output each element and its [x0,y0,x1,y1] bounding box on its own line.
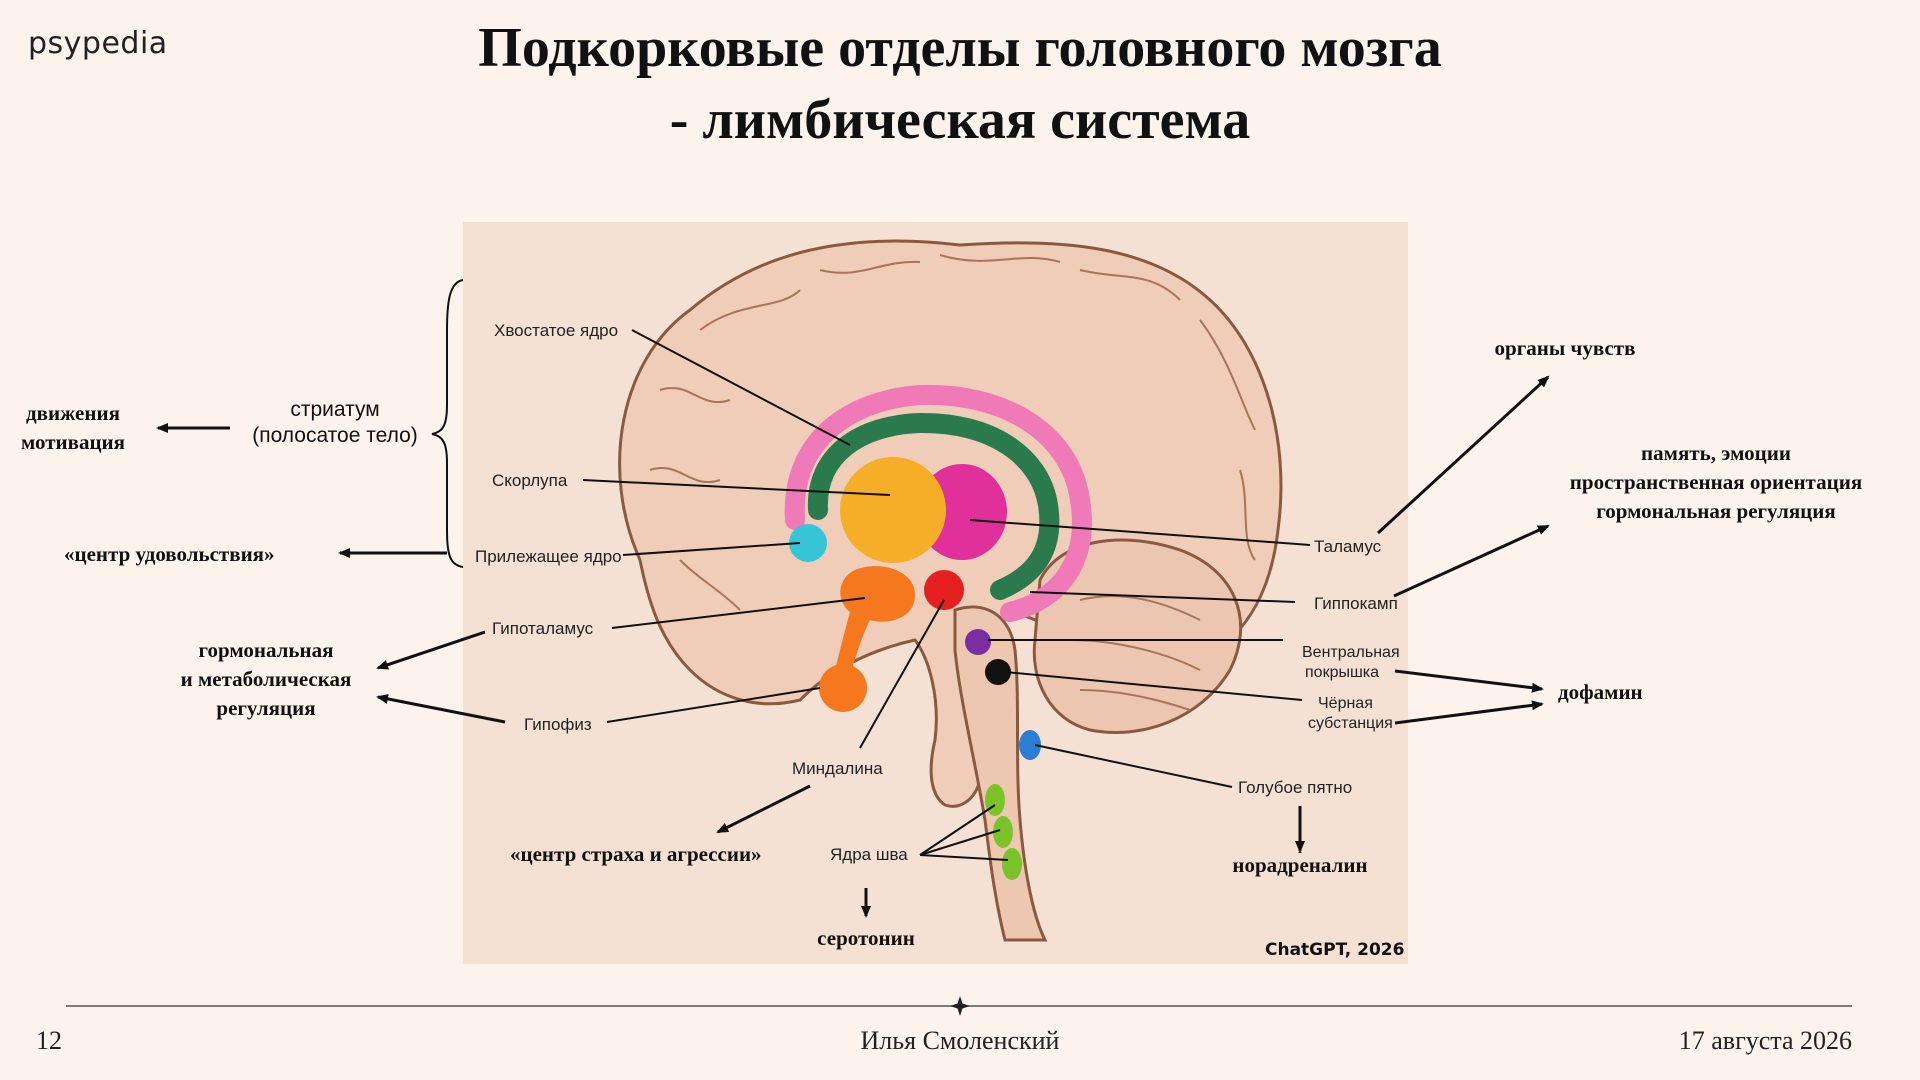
hippocampus-green-structure [807,412,1060,600]
image-credit: ChatGPT, 2026 [1265,940,1404,960]
caudate-structure [784,384,1092,622]
footer-author: Илья Смоленский [860,1026,1060,1055]
annotation-arrows [156,375,1550,918]
annotation-movement-2: мотивация [21,430,125,454]
label-locus: Голубое пятно [1238,778,1352,797]
leader-lines [582,329,1311,861]
hypothalamus-structure [835,566,915,675]
label-thalamus: Таламус [1314,537,1382,556]
pituitary-structure [819,664,867,712]
label-pituitary: Гипофиз [524,715,592,734]
label-vta-line2: покрышка [1305,664,1379,681]
label-amygdala: Миндалина [792,759,883,778]
label-caudate: Хвостатое ядро [494,321,618,340]
raphe-structure-2 [993,816,1013,848]
cerebellum-shape [1032,538,1243,734]
accumbens-structure [789,524,827,562]
annotation-hormonal-1: гормональная [198,638,333,662]
annotation-movement-1: движения [26,401,120,425]
label-putamen: Скорлупа [492,471,568,490]
page-number: 12 [36,1026,62,1055]
star-icon [950,996,970,1016]
title-line-2: - лимбическая система [669,89,1251,151]
annotation-striatum-2: (полосатое тело) [252,424,418,447]
annotation-fear: «центр страха и агрессии» [510,842,762,866]
annotation-hormonal-3: регуляция [216,696,315,720]
annotation-serotonin: серотонин [817,926,915,950]
limbic-structures [784,384,1092,880]
title-line-1: Подкорковые отделы головного мозга [478,17,1442,79]
label-vta-line1: Вентральная [1302,644,1400,661]
logo: psypedia [28,26,168,61]
annotation-memory-2: пространственная ориентация [1570,470,1862,494]
footer-date: 17 августа 2026 [1678,1026,1852,1055]
locus-coeruleus-structure [1019,730,1041,760]
annotation-memory-3: гормональная регуляция [1596,499,1836,523]
label-hypothalamus: Гипоталамус [492,619,594,638]
label-hippocampus: Гиппокамп [1314,594,1398,613]
gyri-lines [649,254,1256,711]
striatum-brace [431,279,464,568]
annotation-dopamine: дофамин [1558,680,1643,704]
annotation-striatum-1: стриатум [290,398,379,421]
brainstem-shape [953,605,1048,942]
putamen-structure [840,457,946,563]
substantia-nigra-structure [985,659,1011,685]
label-accumbens: Прилежащее ядро [475,547,622,566]
raphe-structure-3 [1002,848,1022,880]
annotation-senses: органы чувств [1495,336,1636,360]
annotation-norepinephrine: норадреналин [1232,853,1367,877]
raphe-structure-1 [985,784,1005,816]
annotation-memory-1: память, эмоции [1641,441,1791,465]
label-sn-line1: Чёрная [1318,695,1373,712]
label-raphe: Ядра шва [830,845,908,864]
amygdala-structure [924,570,964,610]
annotation-hormonal-2: и метаболическая [181,667,352,691]
page-title: Подкорковые отделы головного мозга - лим… [0,12,1920,156]
vta-structure [965,629,991,655]
label-sn-line2: субстанция [1308,715,1393,732]
annotation-pleasure: «центр удовольствия» [64,542,275,566]
